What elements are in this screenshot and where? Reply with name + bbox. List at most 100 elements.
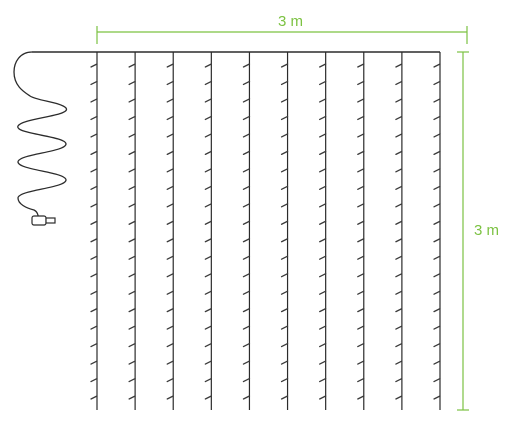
led-bulb [90,360,98,365]
led-bulb [319,168,327,173]
light-strand [166,52,174,410]
led-bulb [280,63,289,68]
led-bulb [319,98,327,103]
led-bulb [280,395,289,400]
led-bulb [90,80,98,86]
led-bulb [280,255,289,260]
led-bulb [280,168,289,173]
led-bulb [433,220,441,225]
led-bulb [433,273,441,278]
led-bulb [166,238,174,243]
light-strand [204,52,212,410]
led-bulb [319,377,327,383]
led-bulb [166,185,174,190]
led-bulb [395,273,403,278]
led-bulb [357,290,365,295]
led-bulb [166,220,174,225]
light-strand [128,52,136,410]
led-bulb [357,133,365,138]
led-bulb [280,133,289,138]
led-bulb [242,238,251,243]
led-bulb [242,342,251,348]
led-bulb [357,220,365,225]
led-bulb [90,133,98,138]
led-bulb [280,80,289,86]
led-bulb [433,203,441,208]
led-bulb [433,377,441,383]
led-bulb [319,63,327,68]
led-bulb [242,115,251,121]
led-bulb [319,290,327,295]
led-bulb [90,168,98,173]
led-bulb [204,307,212,313]
led-bulb [319,255,327,260]
led-bulb [166,342,174,348]
led-bulb [319,115,327,121]
led-bulb [128,255,136,260]
led-bulb [357,395,365,400]
led-bulb [280,150,289,156]
led-bulb [128,377,136,383]
led-bulb [280,185,289,190]
led-bulb [90,203,98,208]
led-bulb [433,63,441,68]
led-bulb [204,168,212,173]
led-bulb [128,115,136,121]
usb-plug-icon [31,215,56,226]
led-bulb [128,133,136,138]
power-cable-icon [13,51,67,223]
led-bulb [242,80,251,86]
led-bulb [128,307,136,313]
led-bulb [433,80,441,86]
led-bulb [204,342,212,348]
led-bulb [166,377,174,383]
led-bulb [204,238,212,243]
led-bulb [166,98,174,103]
led-bulb [433,342,441,348]
led-bulb [128,63,136,68]
led-bulb [433,133,441,138]
led-bulb [204,273,212,278]
led-bulb [395,290,403,295]
led-bulb [433,168,441,173]
led-bulb [242,185,251,190]
led-bulb [319,133,327,138]
led-bulb [90,342,98,348]
led-bulb [166,395,174,400]
led-bulb [433,185,441,190]
led-bulb [395,238,403,243]
led-bulb [90,220,98,225]
led-bulb [166,115,174,121]
led-bulb [90,150,98,156]
led-bulb [242,220,251,225]
led-bulb [319,238,327,243]
led-bulb [395,185,403,190]
led-bulb [357,115,365,121]
led-bulb [357,185,365,190]
led-bulb [395,168,403,173]
led-bulb [357,203,365,208]
led-bulb [357,80,365,86]
led-bulb [395,133,403,138]
led-bulb [395,98,403,103]
led-bulb [166,203,174,208]
led-bulb [395,325,403,330]
led-bulb [90,255,98,260]
led-bulb [433,360,441,365]
led-bulb [395,220,403,225]
led-bulb [319,360,327,365]
led-bulb [90,307,98,313]
led-bulb [319,203,327,208]
led-bulb [280,220,289,225]
led-bulb [357,98,365,103]
height-dimension [457,51,469,411]
led-bulb [280,360,289,365]
led-bulb [280,377,289,383]
led-bulb [166,325,174,330]
led-bulb [280,307,289,313]
led-bulb [242,273,251,278]
led-bulb [357,307,365,313]
led-bulb [280,238,289,243]
led-bulb [128,98,136,103]
led-bulb [357,150,365,156]
